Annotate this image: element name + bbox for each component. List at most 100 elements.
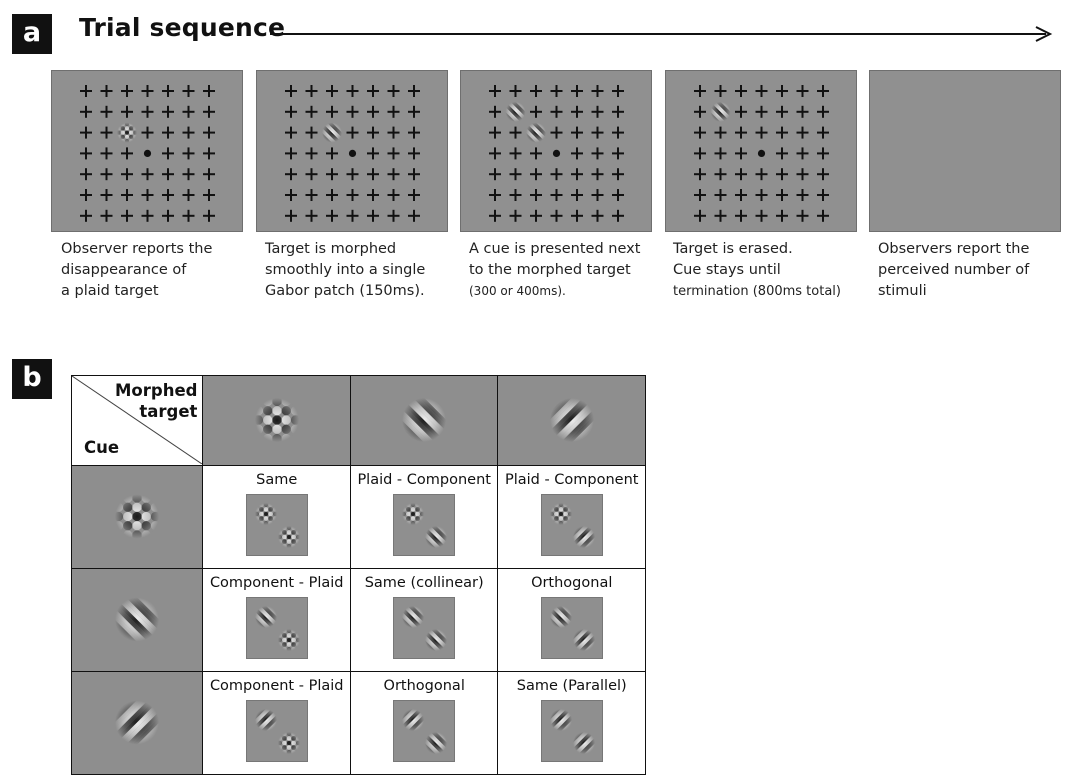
gabor-patch-right-oblique [396, 702, 431, 737]
frame-1-caption: Observer reports the disappearance of a … [61, 239, 261, 302]
frame-4-target-erased [665, 70, 857, 232]
cross-marker [121, 189, 133, 201]
plaid-stimulus [277, 525, 300, 548]
cross-marker [162, 189, 174, 201]
cross-marker [489, 106, 501, 118]
cross-marker [592, 85, 604, 97]
cue-label: Cue [84, 438, 119, 457]
cue-gabor [705, 96, 737, 128]
cross-marker [306, 189, 318, 201]
cross-marker [203, 210, 215, 222]
gabor-patch-left-oblique [543, 599, 578, 634]
cross-marker [408, 127, 420, 139]
cross-marker [326, 147, 338, 159]
cross-marker [489, 147, 501, 159]
cross-marker [388, 210, 400, 222]
mini-pair [246, 597, 308, 659]
cross-marker [530, 210, 542, 222]
cell-plaid-component: Plaid - Component [498, 465, 646, 568]
cross-marker [756, 127, 768, 139]
frame-2-morphed-target [256, 70, 448, 232]
cross-marker [408, 85, 420, 97]
mini-pair [541, 494, 603, 556]
cross-marker [715, 168, 727, 180]
cross-marker [285, 127, 297, 139]
mini-pair [246, 494, 308, 556]
fixation-dot [758, 150, 765, 157]
fixation-dot [144, 150, 151, 157]
panel-b-badge: b [12, 359, 52, 399]
cross-marker [285, 106, 297, 118]
cross-marker [121, 106, 133, 118]
cross-marker [756, 85, 768, 97]
cross-marker [101, 106, 113, 118]
fixation-grid [461, 71, 653, 233]
header-stim-right-oblique [498, 376, 646, 466]
cross-marker [612, 210, 624, 222]
fixation-grid [666, 71, 858, 233]
gabor-patch-right-oblique [543, 702, 578, 737]
cross-marker [388, 85, 400, 97]
cross-marker [347, 127, 359, 139]
cross-marker [817, 85, 829, 97]
fixation-dot [553, 150, 560, 157]
cell-same-collinear: Same (collinear) [350, 568, 498, 671]
cross-marker [388, 127, 400, 139]
cross-marker [306, 106, 318, 118]
cross-marker [101, 210, 113, 222]
cross-marker [571, 85, 583, 97]
cross-marker [715, 127, 727, 139]
cross-marker [101, 127, 113, 139]
cross-marker [530, 189, 542, 201]
cross-marker [183, 147, 195, 159]
cross-marker [756, 210, 768, 222]
gabor-patch-left-oblique [520, 117, 552, 149]
cross-marker [326, 106, 338, 118]
cross-marker [80, 210, 92, 222]
cross-marker [592, 106, 604, 118]
cross-marker [162, 106, 174, 118]
cross-marker [530, 106, 542, 118]
cross-marker [817, 210, 829, 222]
mini-pair [393, 494, 455, 556]
plaid-stimulus [254, 397, 300, 443]
mini-pair [246, 700, 308, 762]
cross-marker [285, 147, 297, 159]
cross-marker [592, 147, 604, 159]
frame-5-caption: Observers report the perceived number of… [878, 239, 1068, 302]
cross-marker [142, 189, 154, 201]
cross-marker [510, 85, 522, 97]
cross-marker [489, 168, 501, 180]
cross-marker [551, 127, 563, 139]
plaid-stimulus [402, 502, 425, 525]
cross-marker [776, 147, 788, 159]
cross-marker [735, 189, 747, 201]
cross-marker [306, 210, 318, 222]
cross-marker [797, 189, 809, 201]
frame-4-caption: Target is erased. Cue stays until termin… [673, 239, 873, 302]
cross-marker [530, 147, 542, 159]
cross-marker [142, 127, 154, 139]
cross-marker [510, 168, 522, 180]
frame-5-blank-response [869, 70, 1061, 232]
cross-marker [80, 189, 92, 201]
cross-marker [694, 127, 706, 139]
cross-marker [162, 210, 174, 222]
mini-pair [541, 597, 603, 659]
cross-marker [612, 106, 624, 118]
cross-marker [735, 168, 747, 180]
plaid-stimulus [114, 493, 160, 539]
cross-marker [797, 106, 809, 118]
cross-marker [510, 210, 522, 222]
gabor-patch-right-oblique [566, 725, 601, 760]
cross-marker [612, 85, 624, 97]
cross-marker [571, 147, 583, 159]
cross-marker [306, 147, 318, 159]
cross-marker [797, 127, 809, 139]
cell-component-plaid: Component - Plaid [203, 568, 351, 671]
cell-same: Same [203, 465, 351, 568]
gabor-patch-right-oblique [102, 687, 172, 757]
fixation-dot [349, 150, 356, 157]
gabor-patch-left-oblique [419, 622, 454, 657]
cross-marker [694, 189, 706, 201]
